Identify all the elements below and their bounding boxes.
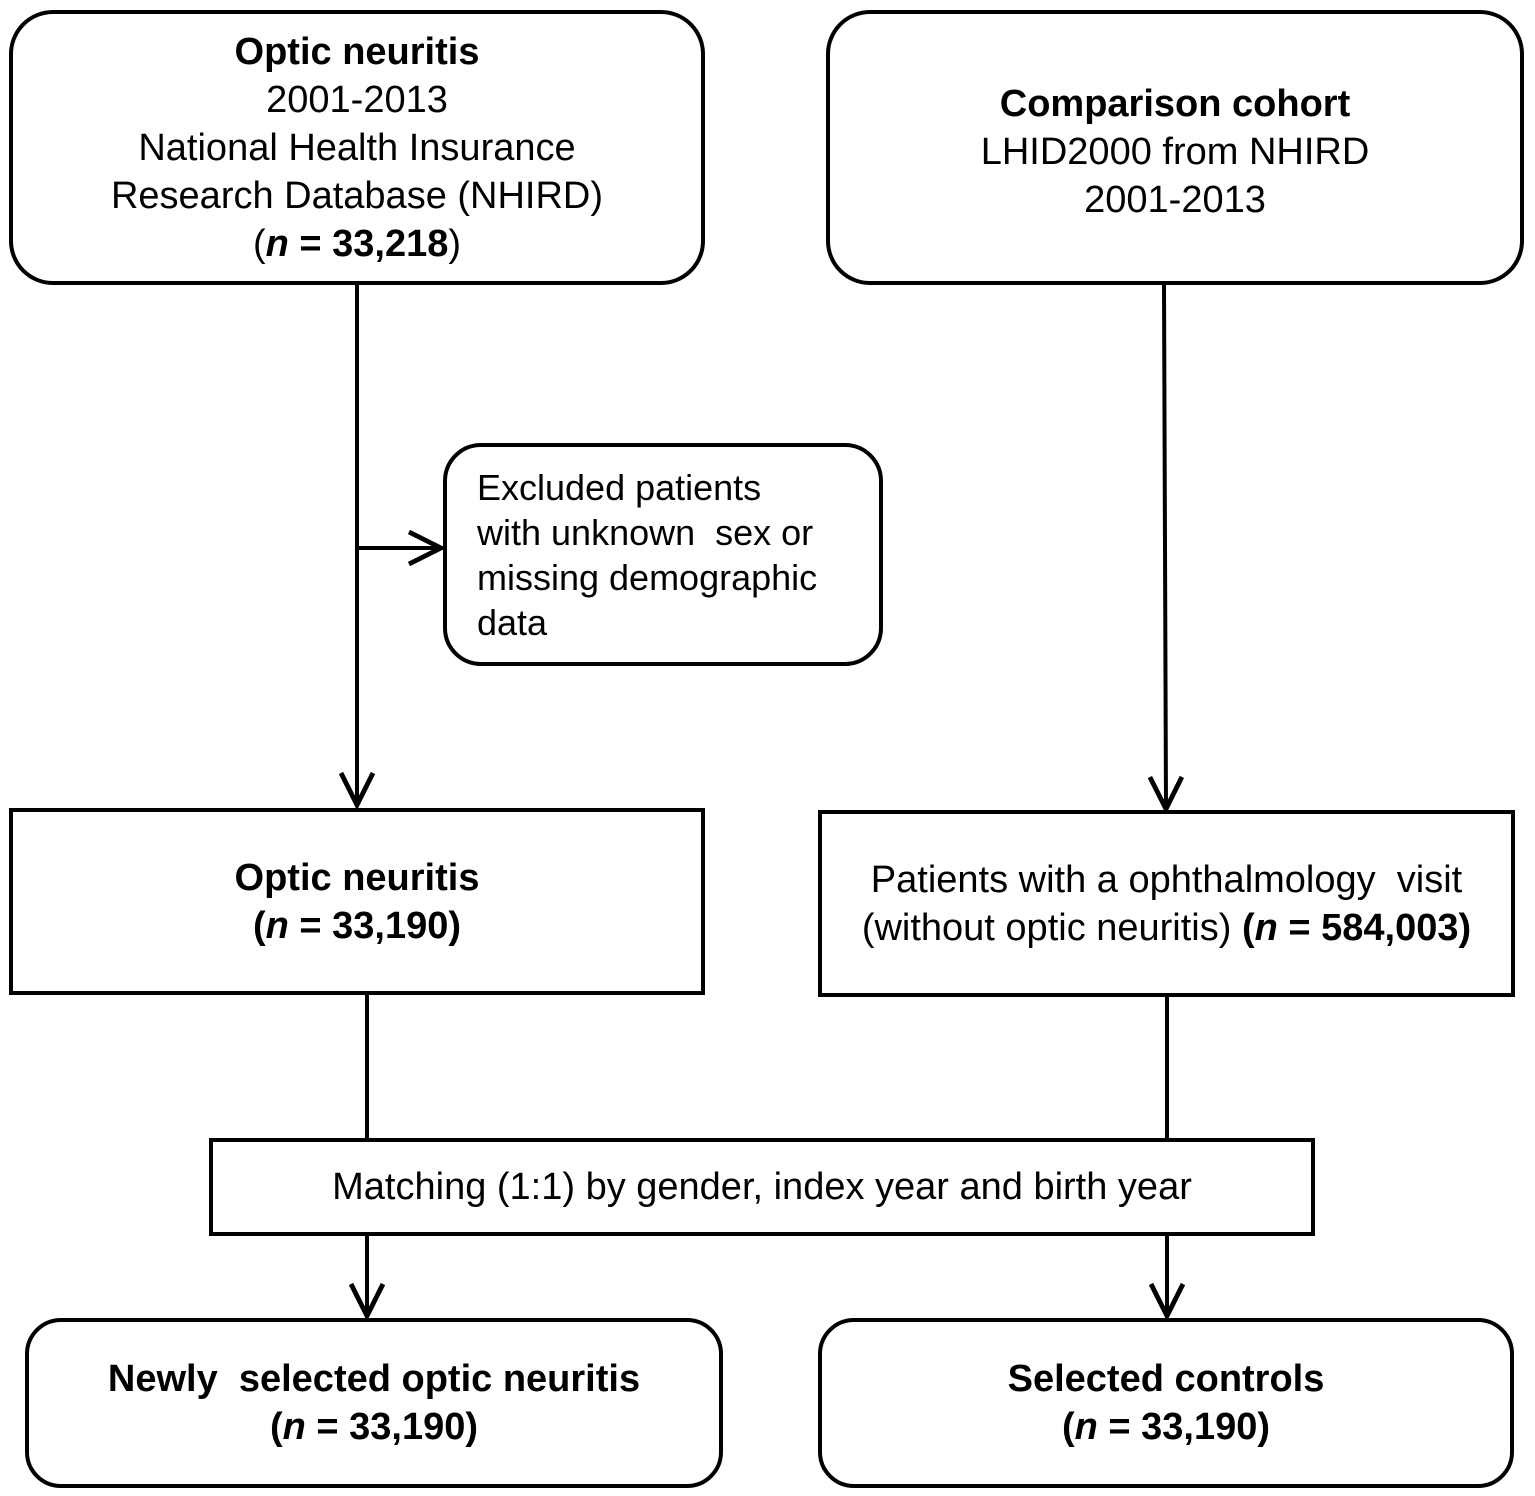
ophthalmology-patients-box: Patients with a ophthalmology visit (wit… bbox=[818, 810, 1515, 997]
optic-neuritis-source-box: Optic neuritis 2001-2013 National Health… bbox=[9, 10, 705, 285]
top-left-count: (n = 33,218) bbox=[252, 222, 462, 265]
selected-controls-box: Selected controls (n = 33,190) bbox=[818, 1318, 1514, 1488]
excluded-line3: missing demographic bbox=[477, 556, 818, 598]
mid-right-line2: (without optic neuritis) (n = 584,003) bbox=[861, 906, 1472, 949]
bottom-left-title: Newly selected optic neuritis bbox=[107, 1358, 641, 1400]
top-left-source-line1: National Health Insurance bbox=[138, 126, 576, 169]
newly-selected-optic-neuritis-box: Newly selected optic neuritis (n = 33,19… bbox=[25, 1318, 723, 1488]
excluded-line4: data bbox=[477, 601, 548, 643]
matching-box: Matching (1:1) by gender, index year and… bbox=[209, 1138, 1315, 1236]
mid-left-count: (n = 33,190) bbox=[252, 904, 462, 947]
bottom-right-title: Selected controls bbox=[1007, 1358, 1325, 1400]
arrow-right-trunk bbox=[1164, 284, 1166, 809]
top-left-years: 2001-2013 bbox=[266, 78, 448, 121]
comparison-cohort-box: Comparison cohort LHID2000 from NHIRD 20… bbox=[826, 10, 1524, 285]
optic-neuritis-cohort-box: Optic neuritis (n = 33,190) bbox=[9, 808, 705, 995]
bottom-left-count: (n = 33,190) bbox=[269, 1406, 479, 1448]
matching-label: Matching (1:1) by gender, index year and… bbox=[332, 1166, 1192, 1208]
bottom-right-count: (n = 33,190) bbox=[1061, 1406, 1271, 1448]
mid-left-title: Optic neuritis bbox=[234, 856, 480, 899]
top-right-title: Comparison cohort bbox=[999, 83, 1351, 125]
mid-right-line1: Patients with a ophthalmology visit bbox=[870, 858, 1463, 901]
excluded-line1: Excluded patients bbox=[477, 466, 762, 508]
excluded-patients-box: Excluded patients with unknown sex or mi… bbox=[443, 443, 883, 666]
excluded-line2: with unknown sex or bbox=[477, 511, 814, 553]
top-right-years: 2001-2013 bbox=[1084, 179, 1266, 221]
top-left-source-line2: Research Database (NHIRD) bbox=[110, 174, 604, 217]
top-left-title: Optic neuritis bbox=[234, 30, 480, 73]
top-right-source: LHID2000 from NHIRD bbox=[980, 131, 1370, 173]
